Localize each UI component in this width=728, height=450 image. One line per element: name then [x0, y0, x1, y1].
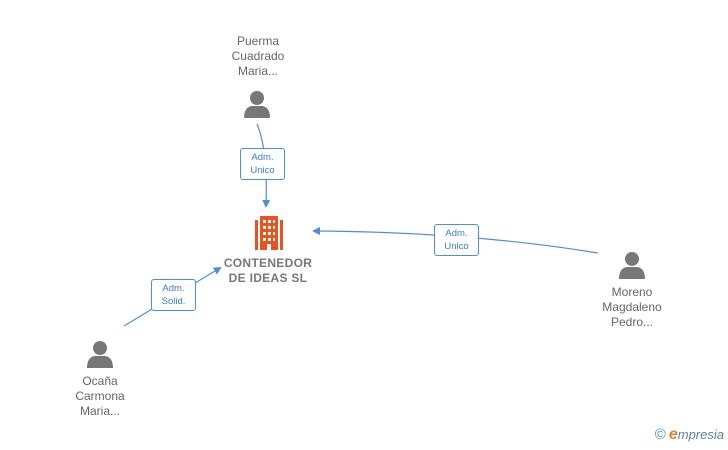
person-name-line: Carmona [75, 389, 125, 403]
person-icon[interactable] [244, 91, 270, 118]
person-label-moreno[interactable]: Moreno Magdaleno Pedro... [582, 285, 682, 330]
person-icon[interactable] [87, 341, 113, 368]
relation-badge-line: Adm. [445, 228, 468, 239]
relation-badge-line: Solid. [161, 296, 186, 307]
person-label-puerma[interactable]: Puerma Cuadrado Maria... [208, 34, 308, 79]
copyright-icon: © [654, 426, 666, 443]
relation-badge: Adm. Solid. [151, 279, 196, 311]
company-label[interactable]: CONTENEDOR DE IDEAS SL [208, 256, 328, 286]
person-name-line: Pedro... [610, 315, 654, 329]
relation-badge-line: Adm. [162, 283, 185, 294]
person-name-line: Puerma [236, 34, 280, 48]
person-name-line: Maria... [79, 404, 120, 418]
relation-badge-line: Unico [444, 241, 469, 252]
person-name-line: Moreno [611, 285, 653, 299]
company-name-line: DE IDEAS SL [228, 271, 308, 285]
brand-watermark: ©empresia [655, 426, 724, 444]
company-name-line: CONTENEDOR [223, 256, 313, 270]
brand-logo-text: mpresia [677, 427, 724, 442]
building-icon[interactable] [255, 216, 283, 250]
person-name-line: Cuadrado [231, 49, 285, 63]
person-name-line: Ocaña [82, 374, 118, 388]
relation-badge: Adm. Unico [240, 148, 285, 180]
relation-badge-line: Adm. [251, 152, 274, 163]
brand-logo-initial: e [668, 426, 678, 443]
person-name-line: Maria... [237, 64, 278, 78]
person-icon[interactable] [619, 252, 645, 279]
person-name-line: Magdaleno [602, 300, 662, 314]
relation-badge: Adm. Unico [434, 224, 479, 256]
person-label-ocana[interactable]: Ocaña Carmona Maria... [50, 374, 150, 419]
relation-badge-line: Unico [250, 165, 275, 176]
